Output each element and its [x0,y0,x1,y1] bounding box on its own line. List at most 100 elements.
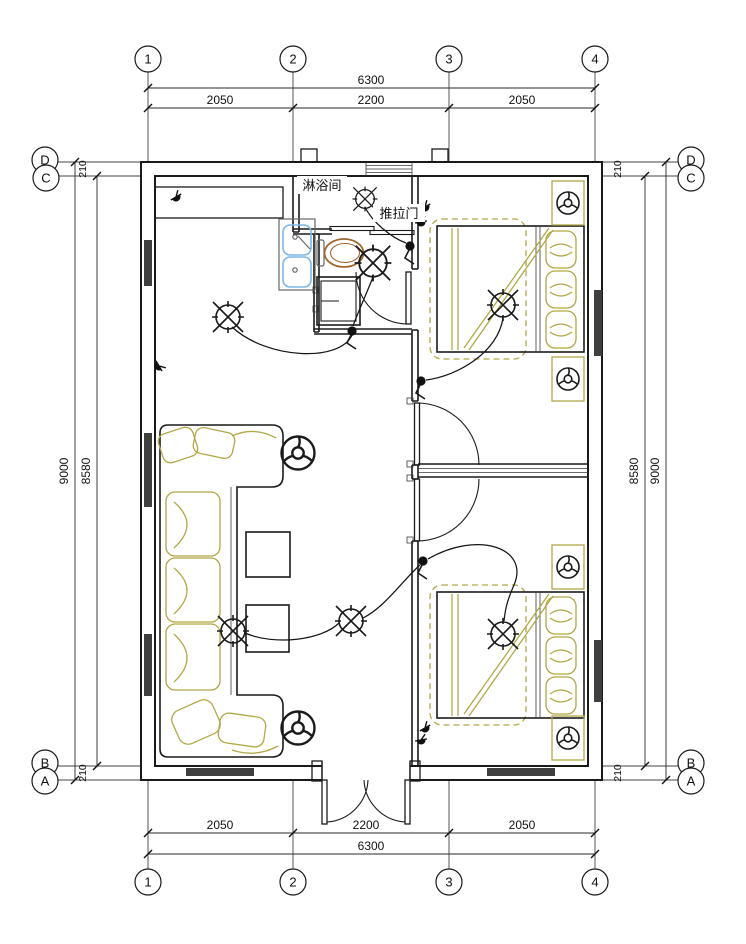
floor-lamp-2 [280,710,316,746]
grid-bubble-3b: 3 [445,875,452,890]
window-left-1 [144,240,152,286]
grid-bubble-A-left: A [41,774,50,789]
dim-bottom-span-2: 2200 [353,818,380,832]
dimension-layer: 6300 2050 2200 2050 2050 2200 2050 6300 … [31,45,705,896]
dim-left-outer: 9000 [57,457,71,484]
wire-shower [364,206,407,244]
window-left-2 [144,433,152,507]
dim-top-span-1: 2050 [207,93,234,107]
socket-partition-bottom-2 [413,733,429,747]
grid-bubble-D-left: D [40,153,49,168]
bed-2 [429,584,585,726]
wire-living-switch [362,564,421,619]
bedroom1-door [413,402,480,466]
partition-wall [406,176,419,766]
switch-bedroom2 [417,555,429,580]
dim-offset-top-left: 210 [77,160,89,178]
ceiling-light-toilet [353,243,393,283]
grid-bubble-1: 1 [144,52,151,67]
grid-bubbles-bottom: 1 2 3 4 [134,868,609,896]
sliding-door-label: 推拉门 [379,206,418,221]
wall-layer [140,148,603,782]
ceiling-light-living-upper [211,300,245,334]
dim-top-span-3: 2050 [509,93,536,107]
grid-bubble-4: 4 [591,52,598,67]
nightstand-2a [551,544,585,590]
dim-bottom-span-3: 2050 [509,818,536,832]
dim-left-inner: 8580 [79,457,93,484]
ceiling-light-living-1 [216,614,250,648]
window-left-3 [144,634,152,696]
bed-1-blanket [429,218,527,360]
window-bottom-2 [487,768,555,776]
bed-1-pillow-1 [545,230,577,269]
shower-label-bg [297,176,347,194]
bed-1-pillow-2 [545,270,577,309]
socket-kitchen [167,188,185,205]
ceiling-light-bedroom2 [486,617,520,651]
dim-bottom-span-1: 2050 [207,818,234,832]
sofa-cushions [157,426,279,754]
window-right-1 [594,290,602,356]
bed-1-pillow-3 [545,310,577,349]
nightstand-1a [551,180,585,226]
bed-2-pillow-3 [545,676,577,715]
bed-2-pillow-2 [545,636,577,675]
ceiling-light-living-2 [334,604,368,638]
coffee-table-1 [245,531,291,578]
bed-1 [429,218,585,360]
door-layer [321,271,480,825]
sink-double [278,218,316,291]
nightstand-2b [551,715,585,761]
dim-right-inner: 8580 [627,457,641,484]
shower-room-label: 淋浴间 [302,178,341,193]
grid-bubble-4b: 4 [591,875,598,890]
grid-bubbles-left: D C B A [31,146,60,795]
pilaster-top-2 [431,148,449,163]
dim-right-outer: 9000 [648,457,662,484]
label-layer: 淋浴间 推拉门 [297,176,425,222]
grid-bubble-C-left: C [41,171,50,186]
grid-bubble-2: 2 [289,52,296,67]
switch-toilet [346,325,358,350]
counter [154,186,284,219]
furniture-layer [154,180,585,761]
grid-bubble-2b: 2 [289,875,296,890]
nightstand-lamp-2b [556,726,580,750]
grid-bubble-D-right: D [686,153,695,168]
dim-offset-bottom-left: 210 [77,764,89,782]
grid-bubble-A-right: A [687,774,696,789]
grid-bubble-B-left: B [41,756,50,771]
toilet-door [355,271,412,325]
wire-bedroom2 [427,544,518,622]
bed-2-pillow-1 [545,596,577,635]
dim-offset-bottom-right: 210 [612,764,624,782]
sofa [157,424,284,758]
nightstand-lamp-1b [556,367,580,391]
bedroom2-door [413,478,480,542]
wire-toilet [352,276,374,327]
wire-living-upper [231,326,353,355]
grid-bubble-C-right: C [686,171,695,186]
shower-room-walls [292,176,415,236]
dim-offset-top-right: 210 [612,160,624,178]
exterior-wall-outer [140,161,603,781]
window-top [365,162,413,176]
nightstand-lamp-1a [556,191,580,215]
sliding-label-bg [373,204,425,222]
grid-bubbles-top: 1 2 3 4 [134,45,609,73]
dimension-lines [74,87,667,855]
grid-bubble-3: 3 [445,52,452,67]
electrical-layer [151,185,520,747]
pilaster-top-1 [300,148,318,163]
toilet-room-walls [313,233,412,335]
dim-bottom-total: 6300 [358,839,385,853]
bed-1-fold [463,227,554,351]
entry-double-door [321,779,411,825]
sliding-door-panel-1 [329,225,375,232]
wire-living-lower [244,622,340,641]
socket-partition-bottom-1 [416,719,434,736]
coffee-table-2 [245,604,290,653]
bed-2-fold [463,593,554,717]
